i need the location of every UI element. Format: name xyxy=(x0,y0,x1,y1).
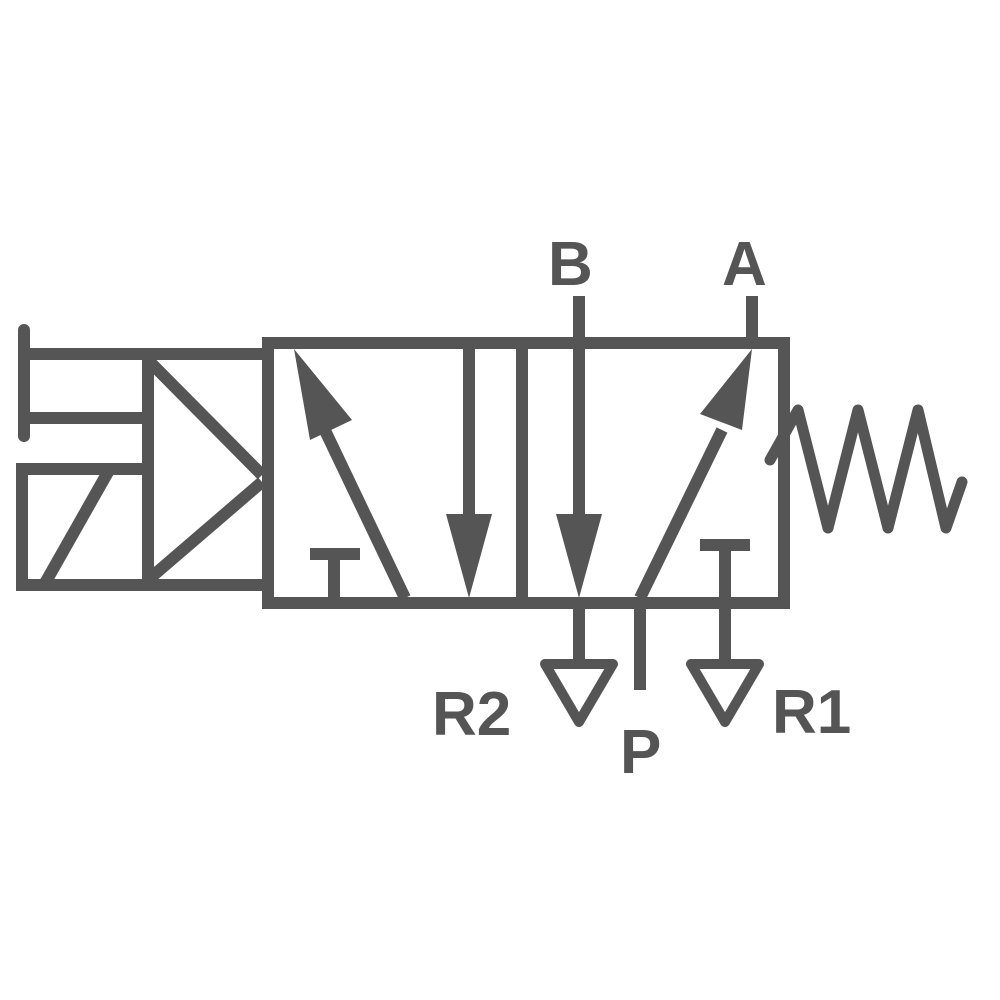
arrowhead-icon xyxy=(556,514,602,598)
pilot-triangle-icon xyxy=(142,348,267,591)
manual-override-icon xyxy=(18,324,148,442)
port-label-r1: R1 xyxy=(772,678,851,747)
flow-arrow-line xyxy=(314,417,411,601)
blocked-port-icon xyxy=(700,539,750,600)
left-position xyxy=(310,349,475,601)
port-label-b: B xyxy=(548,230,593,299)
solenoid-icon xyxy=(16,463,154,591)
arrowhead-icon xyxy=(294,349,352,440)
exhaust-r2-icon xyxy=(540,659,618,727)
port-label-r2: R2 xyxy=(432,680,511,749)
exhaust-r1-icon xyxy=(686,659,764,727)
blocked-port-icon xyxy=(310,548,360,600)
arrowhead-icon xyxy=(446,514,492,598)
port-label-p: P xyxy=(620,718,661,787)
valve-body xyxy=(262,337,790,609)
spring-icon xyxy=(764,404,968,534)
right-position xyxy=(573,296,750,601)
arrowhead-icon xyxy=(700,349,752,430)
port-label-a: A xyxy=(722,230,767,299)
